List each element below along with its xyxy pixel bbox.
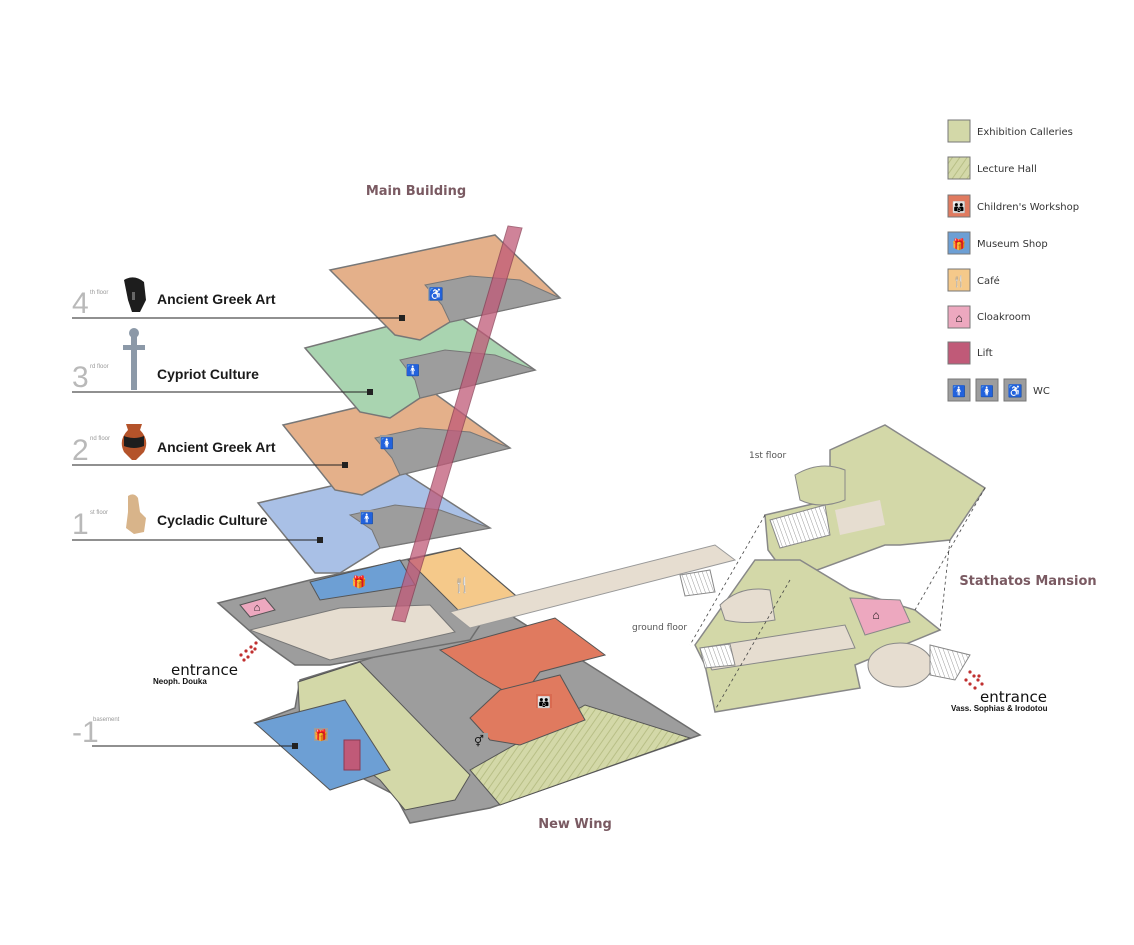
svg-text:🚺: 🚺: [380, 437, 394, 450]
new-wing-label: New Wing: [538, 817, 612, 832]
svg-text:Cloakroom: Cloakroom: [977, 312, 1031, 323]
legend-item-exhibition-galleries: Exhibition Calleries: [947, 119, 1073, 143]
svg-text:Exhibition Calleries: Exhibition Calleries: [977, 127, 1073, 138]
stathatos-mansion-plan: ⌂ 1st floor ground floor: [632, 424, 987, 713]
floor-label-1: 1 st floor Cycladic Culture: [72, 494, 323, 543]
main-building-label: Main Building: [366, 184, 466, 199]
svg-text:th floor: th floor: [90, 290, 108, 296]
map-legend: Exhibition Calleries Lecture Hall 👪 Chil…: [947, 119, 1079, 402]
svg-text:-1: -1: [72, 716, 99, 749]
svg-text:Cycladic Culture: Cycladic Culture: [157, 512, 268, 528]
hanger-icon: ⌂: [955, 311, 962, 325]
legend-item-cafe: 🍴 Café: [947, 268, 1000, 292]
floor-plate-4: ♿: [328, 234, 562, 341]
svg-text:♿: ♿: [429, 287, 444, 301]
svg-text:2: 2: [72, 434, 89, 467]
accessible-wc-icon: ♿: [1008, 384, 1023, 398]
legend-item-lecture-hall: Lecture Hall: [947, 156, 1037, 180]
svg-text:Cypriot Culture: Cypriot Culture: [157, 366, 259, 382]
svg-text:🎁: 🎁: [314, 729, 328, 742]
floor-label-basement: -1 basement: [72, 716, 298, 749]
svg-text:WC: WC: [1033, 386, 1050, 397]
cafe-icon: 🍴: [453, 576, 472, 594]
children-workshop-icon: 👪: [536, 694, 552, 709]
entrance-main: entrance Neoph. Douka: [153, 641, 258, 686]
svg-text:rd floor: rd floor: [90, 364, 109, 370]
male-wc-icon: 🚹: [952, 385, 966, 398]
svg-text:1: 1: [72, 508, 89, 541]
mansion-first-floor-label: 1st floor: [749, 451, 786, 461]
svg-text:Museum Shop: Museum Shop: [977, 239, 1048, 250]
lift-shaft: [391, 225, 523, 623]
gift-icon: 🎁: [952, 238, 966, 251]
mansion-ground-floor-label: ground floor: [632, 623, 687, 633]
svg-text:Vass. Sophias & Irodotou: Vass. Sophias & Irodotou: [951, 704, 1048, 713]
svg-text:🚹: 🚹: [406, 364, 420, 377]
svg-text:🚹: 🚹: [360, 512, 374, 525]
floor-label-3: 3 rd floor Cypriot Culture: [72, 328, 373, 395]
svg-text:Ancient Greek Art: Ancient Greek Art: [157, 291, 276, 307]
female-wc-icon: 🚺: [980, 385, 994, 398]
svg-text:3: 3: [72, 361, 89, 394]
shop-icon-ground: 🎁: [352, 575, 367, 589]
svg-text:Café: Café: [977, 275, 1000, 287]
greek-amphora-icon: [121, 424, 147, 460]
svg-text:4: 4: [72, 287, 89, 320]
svg-text:entrance: entrance: [171, 661, 238, 679]
wc-icon-new-wing: ⚥: [470, 733, 488, 748]
svg-text:basement: basement: [93, 717, 120, 723]
floor-label-2: 2 nd floor Ancient Greek Art: [72, 424, 348, 468]
corinthian-helmet-icon: [124, 277, 146, 312]
legend-item-wc: 🚹 🚺 ♿ WC: [947, 378, 1050, 402]
connecting-walkway: [448, 544, 737, 629]
floor-label-4: 4 th floor Ancient Greek Art: [72, 277, 405, 321]
legend-item-museum-shop: 🎁 Museum Shop: [947, 231, 1048, 255]
svg-text:⚥: ⚥: [474, 734, 484, 748]
shop-icon-basement: 🎁: [314, 728, 328, 742]
svg-text:Ancient Greek Art: Ancient Greek Art: [157, 439, 276, 455]
stathatos-mansion-label: Stathatos Mansion: [959, 574, 1096, 589]
svg-text:nd floor: nd floor: [90, 436, 110, 442]
svg-text:st floor: st floor: [90, 510, 108, 516]
new-wing-plan: 🎁 ⚥ 👪: [253, 614, 702, 824]
svg-text:entrance: entrance: [980, 688, 1047, 706]
cutlery-icon: 🍴: [952, 275, 966, 288]
cloakroom-icon-mansion: ⌂: [872, 608, 879, 622]
cloakroom-icon-main: ⌂: [254, 602, 261, 614]
entrance-mansion: entrance Vass. Sophias & Irodotou: [951, 670, 1048, 713]
legend-item-lift: Lift: [947, 341, 993, 365]
svg-text:👪: 👪: [537, 696, 551, 709]
legend-item-cloakroom: ⌂ Cloakroom: [947, 305, 1031, 329]
legend-item-childrens-workshop: 👪 Children's Workshop: [947, 194, 1079, 218]
svg-text:Children's Workshop: Children's Workshop: [977, 202, 1079, 213]
cypriot-figurine-icon: [123, 328, 145, 390]
svg-text:Neoph. Douka: Neoph. Douka: [153, 677, 207, 686]
cycladic-figurine-icon: [126, 494, 146, 534]
svg-text:Lecture Hall: Lecture Hall: [977, 164, 1037, 175]
svg-text:Lift: Lift: [977, 348, 993, 359]
children-icon: 👪: [952, 201, 966, 214]
